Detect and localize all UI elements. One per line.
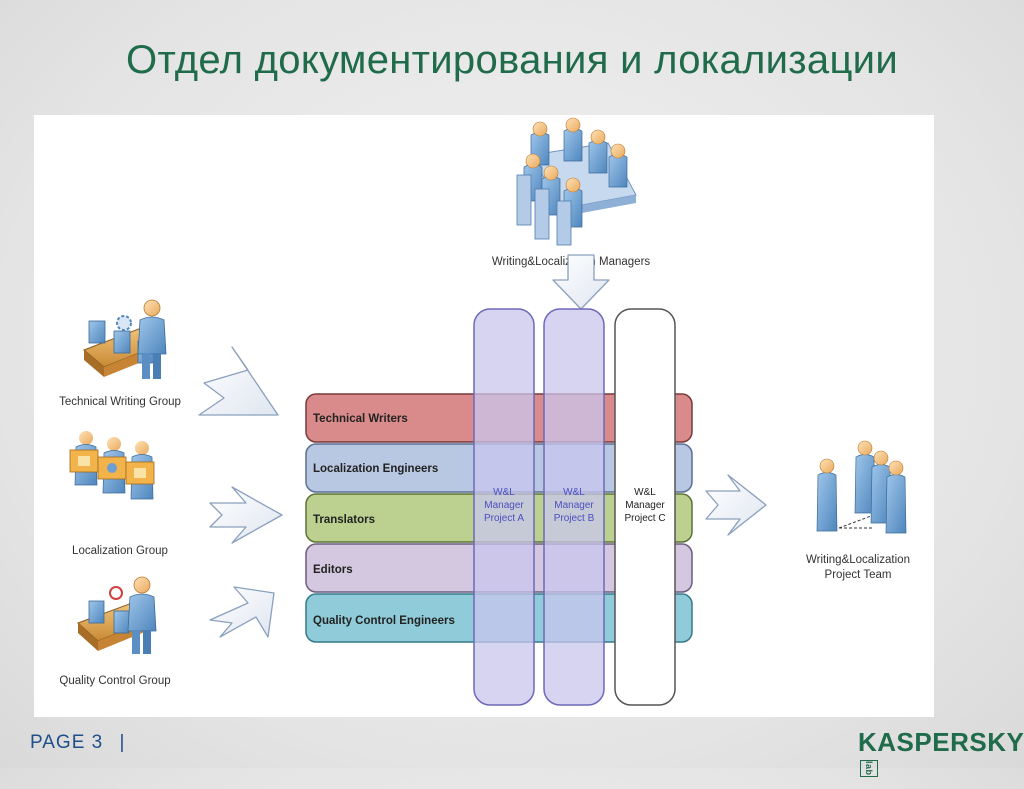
arrow-from-quality-control [209,586,275,638]
arrow-from-technical-writing [198,346,279,416]
project-c-line-3: Project C [624,513,665,524]
localization-group-label: Localization Group [72,545,168,557]
project-column-c [614,308,676,706]
team-label-line-2: Project Team [825,569,892,581]
org-diagram: Technical Writing Group Localization Gro… [59,117,910,706]
kaspersky-logo: KASPERSKY lab [858,727,1024,789]
project-a-line-3: Project A [484,513,524,524]
project-b-line-3: Project B [554,513,595,524]
brand-name: KASPERSKY [858,727,1024,757]
project-columns: W&L Manager Project A W&L Manager Projec… [473,308,676,706]
arrow-to-team [705,474,767,536]
project-b-line-2: Manager [554,500,594,511]
page-separator: | [119,732,126,753]
arrow-from-localization [209,486,283,544]
role-label-translators: Translators [313,514,375,526]
diagram-canvas: Technical Writing Group Localization Gro… [34,115,934,717]
role-label-technical-writers: Technical Writers [313,413,408,425]
quality-control-group-icon [77,576,157,654]
team-label-line-1: Writing&Localization [806,554,910,566]
arrow-from-managers [552,254,610,310]
brand-tag: lab [860,760,878,777]
page-label: PAGE [30,732,86,753]
localization-group-icon [69,431,155,500]
technical-writing-group-label: Technical Writing Group [59,396,181,408]
project-b-line-1: W&L [563,487,585,498]
project-team-icon [816,440,907,534]
slide-title: Отдел документирования и локализации [126,38,898,82]
project-c-line-1: W&L [634,487,656,498]
role-label-editors: Editors [313,564,353,576]
page-number: 3 [91,732,104,753]
role-label-quality-control-engineers: Quality Control Engineers [313,615,455,627]
managers-meeting-icon [516,117,637,246]
role-label-localization-engineers: Localization Engineers [313,463,438,475]
project-c-line-2: Manager [625,500,665,511]
quality-control-group-label: Quality Control Group [59,675,170,687]
project-column-b [543,308,605,706]
page-indicator: PAGE 3 | [30,732,125,754]
project-column-a [473,308,535,706]
project-a-line-1: W&L [493,487,515,498]
project-a-line-2: Manager [484,500,524,511]
technical-writing-group-icon [83,299,167,379]
